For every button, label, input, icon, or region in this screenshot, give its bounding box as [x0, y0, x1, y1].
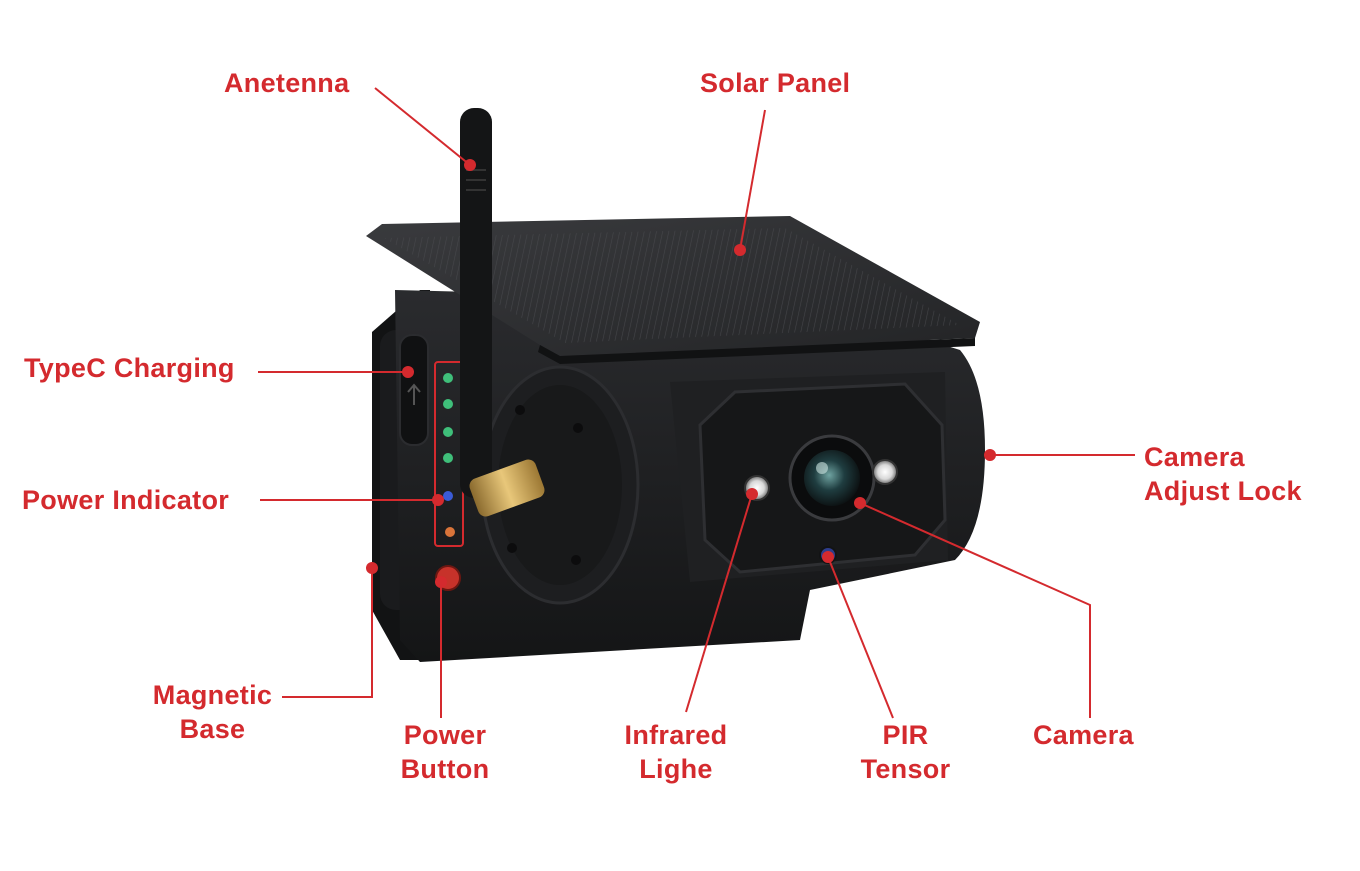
label-pir-sensor: PIR Tensor: [838, 718, 973, 786]
screw: [507, 543, 517, 553]
infrared-leader: [685, 493, 753, 713]
antenna-connector: [469, 459, 545, 517]
led-green: [443, 427, 453, 437]
label-magnetic-base: Magnetic Base: [130, 678, 295, 746]
label-infrared-light: Infrared Lighe: [605, 718, 747, 786]
infrared-light-right: [872, 459, 898, 485]
solar-leader: [739, 109, 766, 251]
label-pir-sensor-line1: PIR: [882, 720, 929, 750]
usb-icon: [407, 383, 421, 405]
label-power-indicator: Power Indicator: [22, 485, 230, 515]
label-power-button: Power Button: [380, 718, 510, 786]
antenna-leader: [374, 87, 471, 166]
label-typec-charging: TypeC Charging: [24, 353, 235, 383]
label-camera-adjust-lock-line2: Adjust Lock: [1144, 476, 1302, 506]
callout-dot: [366, 562, 378, 574]
callout-dot: [734, 244, 746, 256]
label-power-button-line1: Power: [403, 720, 487, 750]
led-orange: [445, 527, 455, 537]
callout-dot: [854, 497, 866, 509]
base-leader: [282, 568, 373, 698]
label-camera-adjust-lock-line1: Camera: [1144, 442, 1245, 472]
label-magnetic-base-line1: Magnetic: [152, 680, 273, 710]
solar-panel-edge: [538, 338, 975, 364]
callout-dots: [366, 159, 996, 588]
label-antenna: Anetenna: [224, 68, 350, 98]
led-blue: [443, 491, 453, 501]
label-magnetic-base-line2: Base: [179, 714, 246, 744]
camera-leader: [859, 502, 1091, 718]
label-infrared-light-line2: Lighe: [639, 754, 713, 784]
pir-leader: [827, 556, 894, 719]
label-camera: Camera: [1033, 720, 1134, 750]
callout-dot: [822, 551, 834, 563]
label-solar-panel: Solar Panel: [700, 68, 851, 98]
callout-dot: [432, 494, 444, 506]
callout-dot: [435, 576, 447, 588]
callout-dot: [984, 449, 996, 461]
led-green: [443, 453, 453, 463]
label-power-button-line2: Button: [400, 754, 490, 784]
label-infrared-light-line1: Infrared: [624, 720, 728, 750]
pivot-hub-inner: [498, 385, 622, 585]
screw: [571, 555, 581, 565]
callout-dot: [402, 366, 414, 378]
lens-highlight: [816, 462, 828, 474]
callout-dot: [746, 488, 758, 500]
camera-lens: [804, 450, 860, 506]
antenna: [460, 108, 492, 498]
screw: [515, 405, 525, 415]
label-pir-sensor-line2: Tensor: [860, 754, 951, 784]
callout-lines: [258, 87, 1135, 719]
solar-panel-cells: [384, 228, 960, 343]
label-camera-adjust-lock: Camera Adjust Lock: [1144, 440, 1302, 508]
led-green: [443, 399, 453, 409]
callout-dot: [464, 159, 476, 171]
screw: [573, 423, 583, 433]
led-green: [443, 373, 453, 383]
